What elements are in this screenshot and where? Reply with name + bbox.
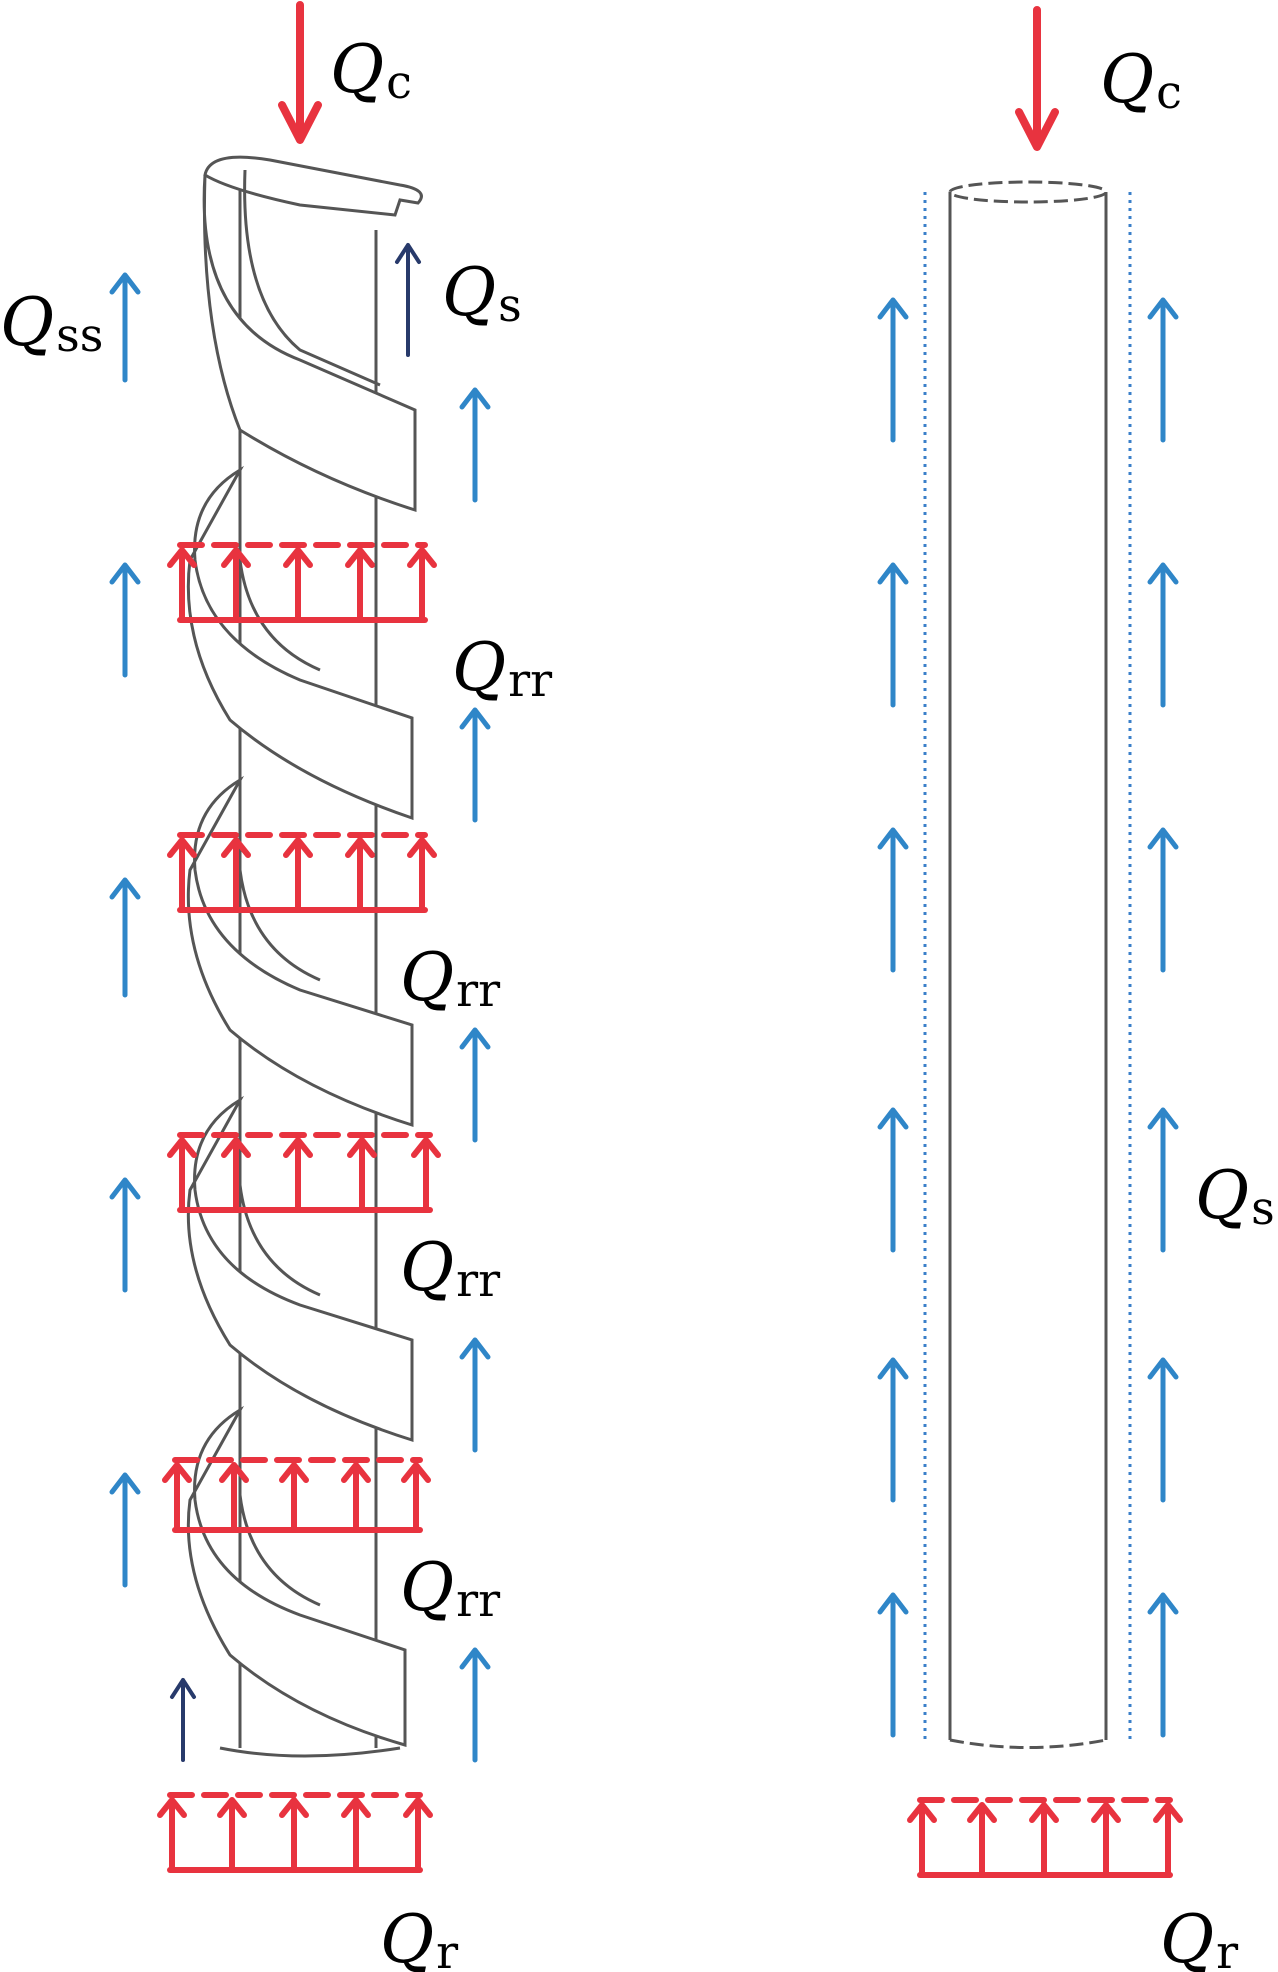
blue-up-arrow-icon bbox=[459, 387, 491, 503]
navy-up-arrow-icon bbox=[170, 1678, 196, 1762]
helix-top-opening bbox=[203, 155, 423, 217]
helix-bearing-arrows bbox=[157, 542, 441, 1873]
label-qc-right: Qc bbox=[1100, 41, 1182, 119]
straight-side-friction-left bbox=[877, 297, 909, 1738]
red-down-arrow-icon bbox=[278, 1, 322, 144]
label-qs-right: Qs bbox=[1195, 1157, 1275, 1235]
straight-pile-body bbox=[948, 180, 1108, 1749]
blue-up-arrow-icon bbox=[1147, 562, 1179, 708]
red-down-arrow-icon bbox=[1015, 6, 1059, 151]
blue-up-arrow-icon bbox=[109, 1177, 141, 1293]
label-qrr-4: Qrr bbox=[400, 1549, 500, 1627]
shear-zone-lines bbox=[923, 192, 1132, 1740]
navy-arrows bbox=[170, 243, 421, 1762]
blue-up-arrow-icon bbox=[1147, 1592, 1179, 1738]
straight-pile bbox=[923, 180, 1132, 1749]
bearing-arrows-icon bbox=[167, 542, 437, 623]
bearing-arrows-icon bbox=[162, 1457, 431, 1533]
blue-up-arrow-icon bbox=[109, 1472, 141, 1588]
blue-up-arrow-icon bbox=[877, 1357, 909, 1503]
blue-up-arrow-icon bbox=[109, 877, 141, 998]
label-qrr-1: Qrr bbox=[452, 629, 552, 707]
navy-up-arrow-icon bbox=[395, 243, 421, 357]
label-qrr-3: Qrr bbox=[400, 1229, 500, 1307]
blue-up-arrow-icon bbox=[1147, 1107, 1179, 1253]
blue-up-arrow-icon bbox=[1147, 827, 1179, 973]
bearing-arrows-icon bbox=[167, 832, 437, 913]
bearing-arrows-icon bbox=[907, 1797, 1183, 1878]
label-qr-right: Qr bbox=[1160, 1901, 1238, 1972]
helix-inner-curves bbox=[238, 169, 381, 1607]
helical-side-friction-left bbox=[109, 272, 141, 1588]
blue-up-arrow-icon bbox=[877, 1592, 909, 1738]
blue-up-arrow-icon bbox=[459, 707, 491, 823]
blue-up-arrow-icon bbox=[459, 1337, 491, 1453]
blue-up-arrow-icon bbox=[1147, 297, 1179, 443]
blue-up-arrow-icon bbox=[877, 562, 909, 708]
blue-up-arrow-icon bbox=[877, 827, 909, 973]
blue-up-arrow-icon bbox=[1147, 1357, 1179, 1503]
blue-up-arrow-icon bbox=[109, 272, 141, 383]
label-qc-left: Qc bbox=[330, 31, 412, 109]
label-qss: Qss bbox=[0, 284, 103, 362]
blue-up-arrow-icon bbox=[459, 1027, 491, 1143]
helical-side-friction-right bbox=[459, 387, 491, 1763]
helical-pile bbox=[186, 155, 423, 1758]
bearing-arrows-icon bbox=[167, 1132, 441, 1213]
label-qrr-2: Qrr bbox=[400, 939, 500, 1017]
label-qr-left: Qr bbox=[380, 1901, 458, 1972]
straight-side-friction-right bbox=[1147, 297, 1179, 1738]
blue-up-arrow-icon bbox=[109, 562, 141, 678]
bearing-arrows-icon bbox=[157, 1792, 433, 1873]
helix-blades bbox=[186, 174, 417, 1747]
blue-up-arrow-icon bbox=[877, 297, 909, 443]
label-qs-left: Qs bbox=[442, 254, 522, 332]
blue-up-arrow-icon bbox=[459, 1647, 491, 1763]
blue-up-arrow-icon bbox=[877, 1107, 909, 1253]
